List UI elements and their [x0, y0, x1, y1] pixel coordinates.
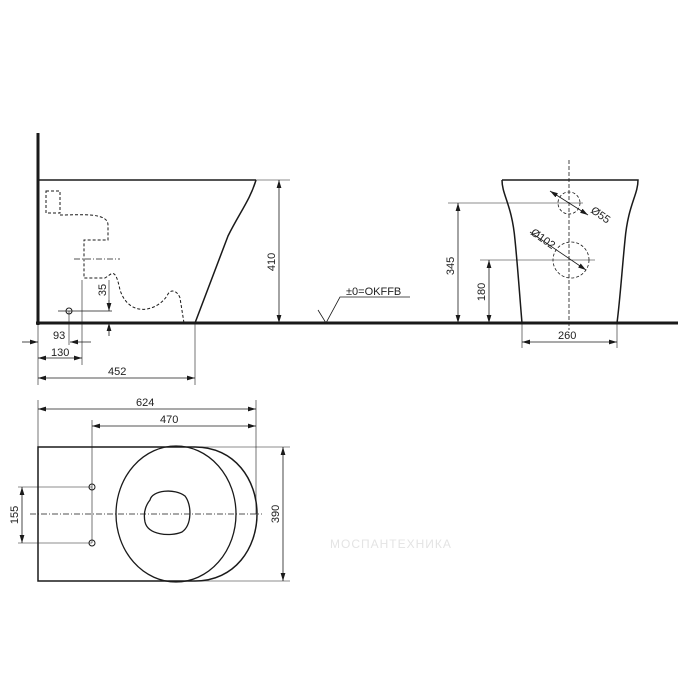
- dim-dia-55: Ø55: [588, 205, 612, 227]
- dim-390: 390: [270, 505, 282, 523]
- floor-level-symbol: [317, 296, 410, 324]
- floor-level-label: ±0=OKFFB: [346, 286, 401, 298]
- dim-180: 180: [476, 283, 488, 301]
- dim-345: 345: [445, 257, 457, 275]
- dim-130: 130: [51, 347, 69, 359]
- dim-35: 35: [97, 284, 109, 296]
- bowl-outline: [194, 179, 257, 324]
- bowl-opening: [143, 490, 191, 536]
- dim-93: 93: [53, 330, 65, 342]
- dim-dia-102: Ø102: [528, 227, 557, 252]
- front-view: [448, 160, 639, 348]
- bowl-top-outline: [37, 446, 258, 582]
- top-view: [18, 400, 290, 583]
- dim-260: 260: [558, 330, 576, 342]
- side-view: [22, 133, 678, 385]
- dim-155: 155: [9, 506, 21, 524]
- dim-452: 452: [108, 366, 126, 378]
- watermark: МОСПАНТЕХНИКА: [330, 537, 452, 551]
- dim-410: 410: [266, 253, 278, 271]
- dim-470: 470: [160, 414, 178, 426]
- dim-624: 624: [136, 397, 154, 409]
